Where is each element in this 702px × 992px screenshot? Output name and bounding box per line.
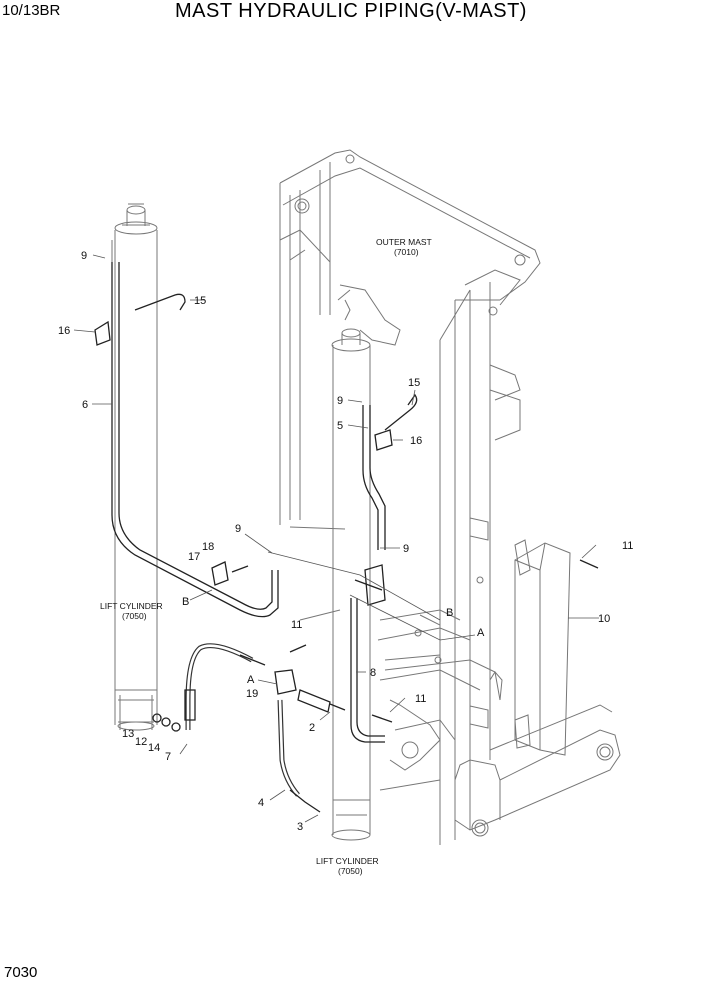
manifold-block bbox=[354, 564, 386, 606]
callout-11: 11 bbox=[291, 619, 302, 631]
callout-9: 9 bbox=[235, 523, 241, 535]
clamp-17-18 bbox=[211, 561, 249, 586]
component-labels: OUTER MAST (7010) LIFT CYLINDER (7050) L… bbox=[100, 237, 432, 876]
callout-15: 15 bbox=[194, 295, 206, 307]
callout-4: 4 bbox=[258, 797, 264, 809]
pipe-8 bbox=[350, 598, 385, 743]
callout-16: 16 bbox=[58, 325, 70, 337]
callout-A: A bbox=[477, 627, 485, 639]
pipe-6 bbox=[111, 262, 279, 618]
fitting-19 bbox=[274, 669, 297, 695]
callout-B: B bbox=[182, 596, 189, 608]
callout-15: 15 bbox=[408, 377, 420, 389]
callout-18: 18 bbox=[202, 541, 214, 553]
lift-cylinder-left-code: (7050) bbox=[122, 611, 147, 621]
callout-12: 12 bbox=[135, 736, 147, 748]
callout-5: 5 bbox=[337, 420, 343, 432]
callout-2: 2 bbox=[309, 722, 315, 734]
callout-3: 3 bbox=[297, 821, 303, 833]
callout-8: 8 bbox=[370, 667, 376, 679]
callout-10: 10 bbox=[598, 613, 610, 625]
fitting-2 bbox=[297, 689, 346, 713]
bolts-11 bbox=[289, 559, 599, 723]
model-code: 10/13BR bbox=[2, 2, 61, 19]
outer-mast bbox=[279, 149, 621, 845]
callout-13: 13 bbox=[122, 728, 134, 740]
callout-11: 11 bbox=[622, 540, 633, 552]
lift-cylinder-left-label: LIFT CYLINDER bbox=[100, 601, 163, 611]
callout-9: 9 bbox=[81, 250, 87, 262]
clamps-15 bbox=[134, 293, 418, 431]
page-title: MAST HYDRAULIC PIPING(V-MAST) bbox=[175, 0, 527, 22]
fittings-12-13-14 bbox=[152, 713, 181, 732]
pipe-5 bbox=[362, 405, 386, 550]
callout-9: 9 bbox=[403, 543, 409, 555]
callout-9: 9 bbox=[337, 395, 343, 407]
callout-11: 11 bbox=[415, 693, 426, 705]
callouts: 9 15 16 6 9 15 5 16 9 17 18 B 9 11 10 B … bbox=[58, 250, 633, 833]
part-10-cover-plate bbox=[514, 539, 571, 756]
callout-14: 14 bbox=[148, 742, 160, 754]
outer-mast-label: OUTER MAST bbox=[376, 237, 432, 247]
outer-mast-code: (7010) bbox=[394, 247, 419, 257]
callout-16: 16 bbox=[410, 435, 422, 447]
lift-cylinder-bottom-code: (7050) bbox=[338, 866, 363, 876]
hose-4 bbox=[277, 699, 321, 813]
callout-A: A bbox=[247, 674, 255, 686]
clamps-16 bbox=[94, 320, 393, 451]
lift-cylinder-bottom-label: LIFT CYLINDER bbox=[316, 856, 379, 866]
callout-7: 7 bbox=[165, 751, 171, 763]
leader-lines bbox=[73, 254, 599, 823]
callout-17: 17 bbox=[188, 551, 200, 563]
hose-7 bbox=[184, 643, 266, 730]
callout-19: 19 bbox=[246, 688, 258, 700]
callout-B: B bbox=[446, 607, 453, 619]
page-number: 7030 bbox=[4, 964, 38, 981]
callout-6: 6 bbox=[82, 399, 88, 411]
